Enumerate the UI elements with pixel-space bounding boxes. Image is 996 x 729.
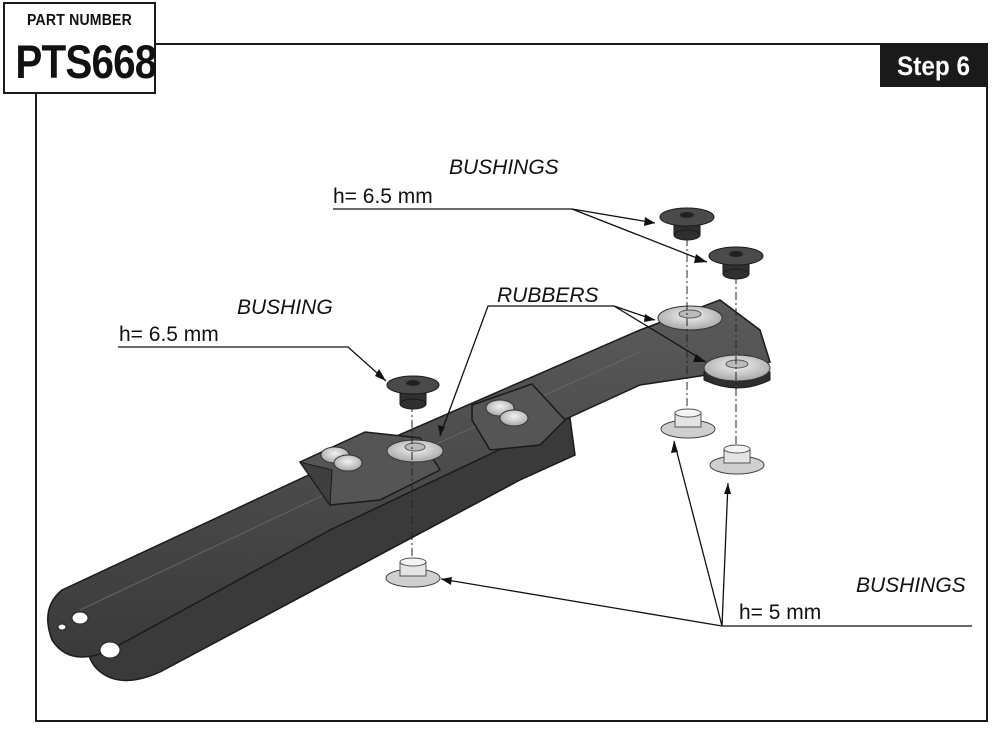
bushing-light-right-1	[660, 408, 716, 439]
step-badge: Step 6	[880, 45, 988, 87]
diagram-frame	[35, 43, 988, 722]
bushing-dark-left	[386, 375, 440, 410]
assembly-axis-lines	[411, 238, 737, 570]
label-height-bottom: h= 5 mm	[739, 601, 822, 624]
label-rubbers: RUBBERS	[497, 284, 599, 307]
part-number-box: PART NUMBER PTS668	[3, 2, 157, 94]
label-bushings-bottom: BUSHINGS	[856, 574, 966, 597]
label-height-left: h= 6.5 mm	[119, 323, 219, 346]
rubber-right-lower	[703, 354, 771, 389]
part-number-value: PTS668	[15, 35, 157, 88]
bracket-slot-icon	[499, 409, 529, 427]
arm-hole-tiny-icon	[57, 623, 67, 631]
label-height-top: h= 6.5 mm	[333, 185, 433, 208]
label-bushing-left: BUSHING	[237, 296, 333, 319]
label-bushings-top: BUSHINGS	[449, 156, 559, 179]
bushing-light-left	[385, 557, 441, 588]
part-number-label: PART NUMBER	[27, 12, 132, 29]
bracket-slot-icon	[333, 454, 363, 472]
bushing-light-right-2	[709, 444, 765, 475]
bushing-dark-right-1	[659, 207, 715, 241]
arm-hole-large-icon	[99, 641, 121, 659]
arm-hole-small-icon	[71, 611, 89, 625]
clamp-bracket-right	[471, 383, 567, 451]
rubber-left	[386, 439, 444, 463]
rubber-right-upper	[657, 305, 723, 331]
step-label: Step 6	[897, 50, 971, 81]
leader-arrowheads	[375, 217, 731, 585]
leader-lines	[118, 208, 972, 627]
bushing-dark-right-2	[708, 246, 764, 280]
